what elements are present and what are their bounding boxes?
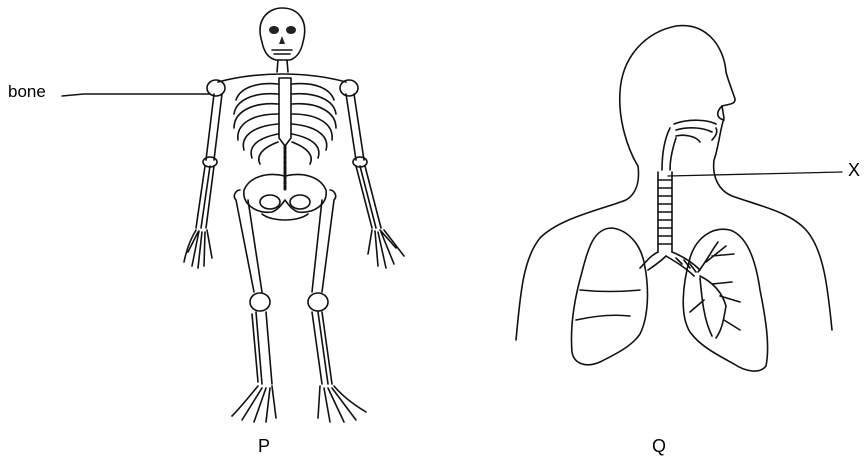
right-lung [683, 229, 767, 371]
nasal-cavity [674, 120, 716, 142]
left-femur [234, 190, 262, 292]
bronchial-tree [690, 242, 740, 338]
q-label: Q [652, 436, 666, 457]
skull [260, 8, 305, 60]
sternum [279, 78, 291, 146]
left-foot [232, 386, 276, 422]
skeleton-figure [62, 8, 404, 422]
left-tibia [252, 312, 272, 384]
right-hand [368, 230, 404, 268]
right-femur [312, 190, 336, 292]
right-tibia [312, 312, 332, 384]
respiratory-system-figure [516, 26, 842, 372]
body-outline [516, 26, 832, 340]
right-forearm [356, 166, 381, 228]
right-bronchus [666, 252, 700, 276]
right-foot [318, 386, 366, 422]
right-humerus [346, 94, 364, 160]
left-humerus [206, 94, 222, 160]
bone-label: bone [8, 82, 46, 102]
left-hand [184, 230, 212, 268]
x-label: X [848, 160, 860, 181]
throat [662, 128, 676, 170]
p-label: P [258, 436, 270, 457]
bone-pointer-line [62, 94, 210, 96]
left-lung [571, 228, 647, 365]
left-forearm [196, 166, 214, 228]
x-pointer-line [668, 172, 842, 176]
